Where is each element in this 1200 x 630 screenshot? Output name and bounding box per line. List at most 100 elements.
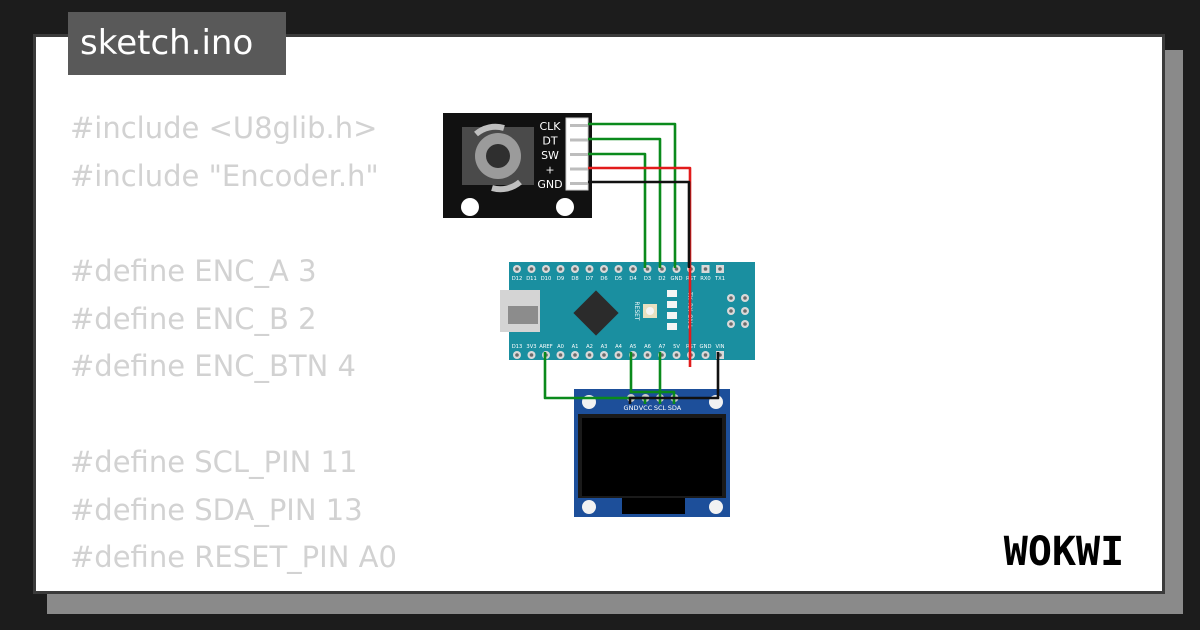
nano-pin-label: A6 bbox=[644, 344, 651, 350]
nano-pin-label: 3V3 bbox=[526, 344, 536, 350]
nano-pin-hole bbox=[631, 267, 635, 271]
code-line: #define RESET_PIN A0 bbox=[70, 540, 397, 575]
nano-pin-hole bbox=[558, 267, 563, 271]
wokwi-logo: WOKWI bbox=[1004, 529, 1124, 575]
encoder-pin[interactable] bbox=[570, 167, 588, 171]
icsp-pin-hole bbox=[743, 296, 747, 300]
nano-pin-hole bbox=[573, 353, 577, 357]
wires bbox=[543, 122, 720, 404]
nano-pin-label: D13 bbox=[512, 344, 523, 350]
file-tab[interactable]: sketch.ino bbox=[68, 12, 286, 75]
code-line: #define ENC_BTN 4 bbox=[70, 349, 356, 384]
wire-sw-d4 bbox=[588, 152, 647, 268]
nano-pin-label: A4 bbox=[615, 344, 623, 350]
encoder-pin-label: DT bbox=[542, 135, 557, 148]
oled-pin-label: SCL bbox=[654, 404, 667, 412]
nano-pin-label: AREF bbox=[539, 344, 552, 350]
nano-pin-label: A1 bbox=[572, 344, 579, 350]
nano-pin-label: 5V bbox=[673, 344, 680, 350]
nano-pin-label: D8 bbox=[571, 276, 578, 282]
encoder-pin[interactable] bbox=[570, 182, 588, 185]
nano-pin-label: RX0 bbox=[700, 276, 710, 282]
encoder-pin-label: SW bbox=[541, 149, 559, 162]
code-line: #include "Encoder.h" bbox=[70, 158, 379, 193]
nano-pin-label: A5 bbox=[630, 344, 637, 350]
nano-pin-hole bbox=[602, 353, 606, 357]
code-preview: #include <U8glib.h> #include "Encoder.h" #… bbox=[70, 105, 397, 591]
nano-pin-label: A0 bbox=[557, 344, 564, 350]
code-line: #define SDA_PIN 13 bbox=[70, 492, 363, 527]
oled-pin-label: GND bbox=[624, 404, 639, 412]
oled-pin-label: VCC bbox=[639, 404, 653, 412]
oled-pin-label: SDA bbox=[668, 404, 682, 412]
nano-pin-hole bbox=[703, 267, 708, 271]
icsp-pin-hole bbox=[729, 309, 733, 313]
wire-3v3-vcc bbox=[543, 352, 647, 404]
nano-pin-label: RST bbox=[686, 276, 697, 282]
icsp-pin-hole bbox=[729, 296, 733, 300]
nano-pin-label: D11 bbox=[526, 276, 537, 282]
icsp-pin-hole bbox=[729, 322, 733, 326]
encoder-pin-label: + bbox=[545, 164, 554, 177]
code-line: #define DC_PIN A1 bbox=[70, 582, 397, 591]
nano-pin-hole bbox=[544, 267, 548, 271]
nano-pin-hole bbox=[674, 267, 679, 271]
nano-pin-label: D2 bbox=[658, 276, 665, 282]
nano-pin-hole bbox=[529, 267, 534, 271]
nano-pin-hole bbox=[573, 267, 577, 271]
nano-pin-label: D3 bbox=[644, 276, 651, 282]
nano-pin-label: A7 bbox=[659, 344, 666, 350]
nano-pin-hole bbox=[587, 267, 592, 271]
wire-clk-d2 bbox=[588, 122, 677, 268]
nano-pin-hole bbox=[616, 267, 621, 271]
nano-pin-label: D6 bbox=[600, 276, 607, 282]
encoder-pin[interactable] bbox=[570, 138, 588, 142]
nano-pin-hole bbox=[616, 353, 621, 357]
nano-pin-label: A3 bbox=[601, 344, 608, 350]
icsp-pin-hole bbox=[743, 322, 747, 326]
nano-pin-label: D5 bbox=[615, 276, 622, 282]
encoder-pin[interactable] bbox=[570, 124, 588, 127]
nano-pin-hole bbox=[660, 267, 664, 271]
nano-pin-hole bbox=[515, 267, 519, 271]
nano-pin-hole bbox=[674, 353, 679, 357]
nano-pin-hole bbox=[558, 353, 563, 357]
nano-pin-label: D12 bbox=[512, 276, 523, 282]
nano-pin-label: RST bbox=[686, 344, 697, 350]
encoder-pin-label: CLK bbox=[539, 120, 561, 133]
nano-pin-hole bbox=[529, 353, 534, 357]
encoder-pin[interactable] bbox=[570, 153, 588, 156]
nano-pin-label: D10 bbox=[541, 276, 552, 282]
wire-gnd-oled bbox=[628, 352, 720, 404]
nano-pin-hole bbox=[703, 353, 708, 357]
nano-pin-hole bbox=[645, 353, 650, 357]
code-line: #define ENC_A 3 bbox=[70, 254, 317, 289]
nano-pin-hole bbox=[602, 267, 606, 271]
code-line: #define SCL_PIN 11 bbox=[70, 444, 358, 479]
nano-pin-hole bbox=[645, 267, 650, 271]
nano-pin-hole bbox=[718, 267, 722, 271]
encoder-pin-label: GND bbox=[537, 178, 562, 191]
nano-pin-hole bbox=[587, 353, 592, 357]
nano-pin-label: GND bbox=[700, 344, 712, 350]
code-line: #include <U8glib.h> bbox=[70, 111, 378, 145]
nano-pin-label: VIN bbox=[716, 344, 725, 350]
nano-pin-label: GND bbox=[671, 276, 683, 282]
icsp-pin-hole bbox=[743, 309, 747, 313]
wire-dt-d3 bbox=[588, 137, 662, 268]
nano-pin-hole bbox=[515, 353, 519, 357]
nano-pin-label: D4 bbox=[629, 276, 637, 282]
nano-pin-label: D9 bbox=[557, 276, 564, 282]
reset-label: RESET bbox=[633, 301, 640, 321]
wire-vcc-5v bbox=[588, 166, 692, 367]
code-line: #define ENC_B 2 bbox=[70, 301, 317, 336]
nano-pin-label: A2 bbox=[586, 344, 593, 350]
logo-text: WOKWI bbox=[1004, 529, 1124, 575]
wire-gnd-gnd bbox=[588, 180, 691, 268]
nano-pin-label: D7 bbox=[586, 276, 593, 282]
nano-pin-label: TX1 bbox=[714, 276, 725, 282]
